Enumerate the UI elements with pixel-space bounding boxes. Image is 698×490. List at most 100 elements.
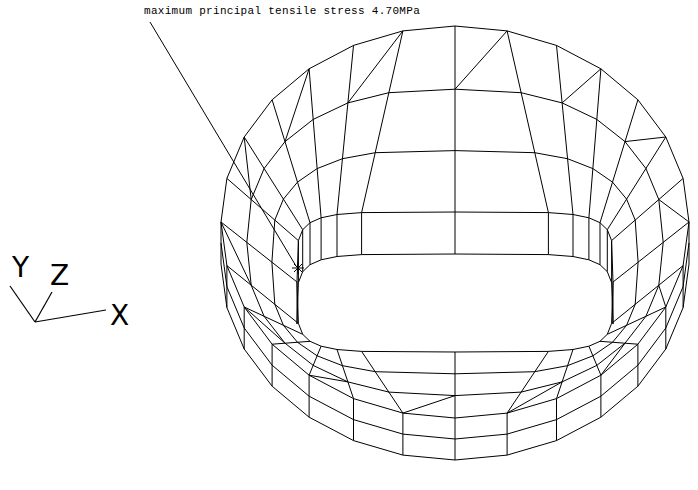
mesh-edge xyxy=(283,182,297,199)
mesh-edge xyxy=(298,169,318,183)
mesh-edge xyxy=(310,341,321,346)
mesh-edge xyxy=(588,218,589,260)
mesh-edge xyxy=(635,220,638,262)
mesh-edge xyxy=(297,241,298,282)
mesh-edge xyxy=(612,266,684,324)
mesh-edge xyxy=(244,307,272,344)
mesh-edge xyxy=(666,137,683,178)
mesh-edge xyxy=(275,199,284,220)
mesh-edge xyxy=(375,151,455,153)
mesh-edge xyxy=(638,100,666,137)
mesh-edge xyxy=(611,241,612,283)
mesh-edge xyxy=(285,343,313,365)
mesh-edge xyxy=(557,396,601,419)
mesh-edge xyxy=(403,26,455,31)
mesh-edge xyxy=(455,392,521,396)
mesh-edge xyxy=(247,200,251,243)
mesh-edge xyxy=(600,341,638,344)
mesh-edge xyxy=(568,159,593,169)
mesh-edge xyxy=(638,307,666,344)
mesh-edge xyxy=(455,26,456,212)
mesh-edge xyxy=(557,417,601,440)
mesh-edge xyxy=(272,386,309,417)
mesh-edge xyxy=(283,325,297,342)
mesh-edge xyxy=(507,31,548,213)
mesh-edge xyxy=(601,386,638,417)
mesh-edge xyxy=(593,342,613,356)
mesh-edge xyxy=(354,399,403,414)
mesh-edge xyxy=(600,223,601,265)
mesh-edge xyxy=(557,350,574,399)
stress-note: maximum principal tensile stress 4.70MPa xyxy=(144,6,420,17)
mesh-edge xyxy=(455,413,507,418)
mesh-edge xyxy=(548,213,573,215)
mesh-edge xyxy=(272,341,310,344)
mesh-edge xyxy=(638,328,666,365)
mesh-edge xyxy=(455,418,456,460)
mesh-edge xyxy=(562,103,597,120)
mesh-edge xyxy=(507,441,556,456)
mesh-edge xyxy=(317,159,342,169)
mesh-edge xyxy=(548,255,573,257)
mesh-edge xyxy=(309,346,321,375)
leader-line xyxy=(150,22,296,266)
mesh-edge xyxy=(548,213,549,255)
mesh-edge xyxy=(310,218,321,223)
mesh-edge xyxy=(303,223,310,230)
mesh-edge xyxy=(321,218,322,260)
mesh-edge xyxy=(264,142,285,169)
mesh-edge xyxy=(221,222,222,264)
mesh-edge xyxy=(665,307,666,349)
mesh-edge xyxy=(507,382,562,413)
mesh-edge xyxy=(601,69,638,100)
mesh-edge xyxy=(455,254,548,256)
mesh-edge xyxy=(244,349,272,386)
mesh-edge xyxy=(221,264,227,308)
mesh-edge xyxy=(521,93,562,103)
axis-triad xyxy=(10,286,106,322)
mesh-edge xyxy=(627,199,636,220)
mesh-edge xyxy=(244,307,285,343)
mesh-edge xyxy=(593,169,613,183)
mesh-edge xyxy=(337,350,354,399)
mesh-edge xyxy=(389,89,455,93)
mesh-edge xyxy=(613,282,614,324)
mesh-edge xyxy=(601,365,638,396)
mesh-edge xyxy=(244,328,272,365)
mesh-edge xyxy=(455,455,507,460)
mesh-edge xyxy=(637,344,638,386)
mesh-edge xyxy=(612,282,613,323)
mesh-edge xyxy=(362,351,455,353)
mesh-edge xyxy=(298,241,299,283)
mesh-edge xyxy=(535,153,568,159)
mesh-edge xyxy=(607,137,666,230)
mesh-edge xyxy=(597,119,625,141)
mesh-edge xyxy=(455,26,507,31)
mesh-edge xyxy=(353,399,354,441)
mesh-edge xyxy=(303,334,310,341)
mesh-edge xyxy=(302,230,303,272)
mesh-edge xyxy=(309,417,353,440)
mesh-edge xyxy=(354,420,403,435)
mesh-edge xyxy=(635,262,638,304)
mesh-edge xyxy=(507,413,508,455)
mesh-edge xyxy=(573,257,589,260)
mesh-edge xyxy=(310,223,311,265)
mesh-edge xyxy=(362,212,455,214)
mesh-edge xyxy=(403,455,455,460)
mesh-edge xyxy=(403,434,455,439)
mesh-edge xyxy=(354,441,403,456)
mesh-edge xyxy=(297,283,298,324)
mesh-edge xyxy=(337,213,362,215)
mesh-edge xyxy=(343,153,376,159)
mesh-edge xyxy=(556,399,557,441)
mesh-edge xyxy=(589,69,601,218)
mesh-edge xyxy=(573,346,589,349)
mesh-edge xyxy=(507,351,548,413)
mesh-edge xyxy=(348,31,403,103)
mesh-edge xyxy=(612,241,613,282)
mesh-edge xyxy=(272,344,273,386)
mesh-edge xyxy=(589,218,600,223)
mesh-edge xyxy=(607,307,666,334)
